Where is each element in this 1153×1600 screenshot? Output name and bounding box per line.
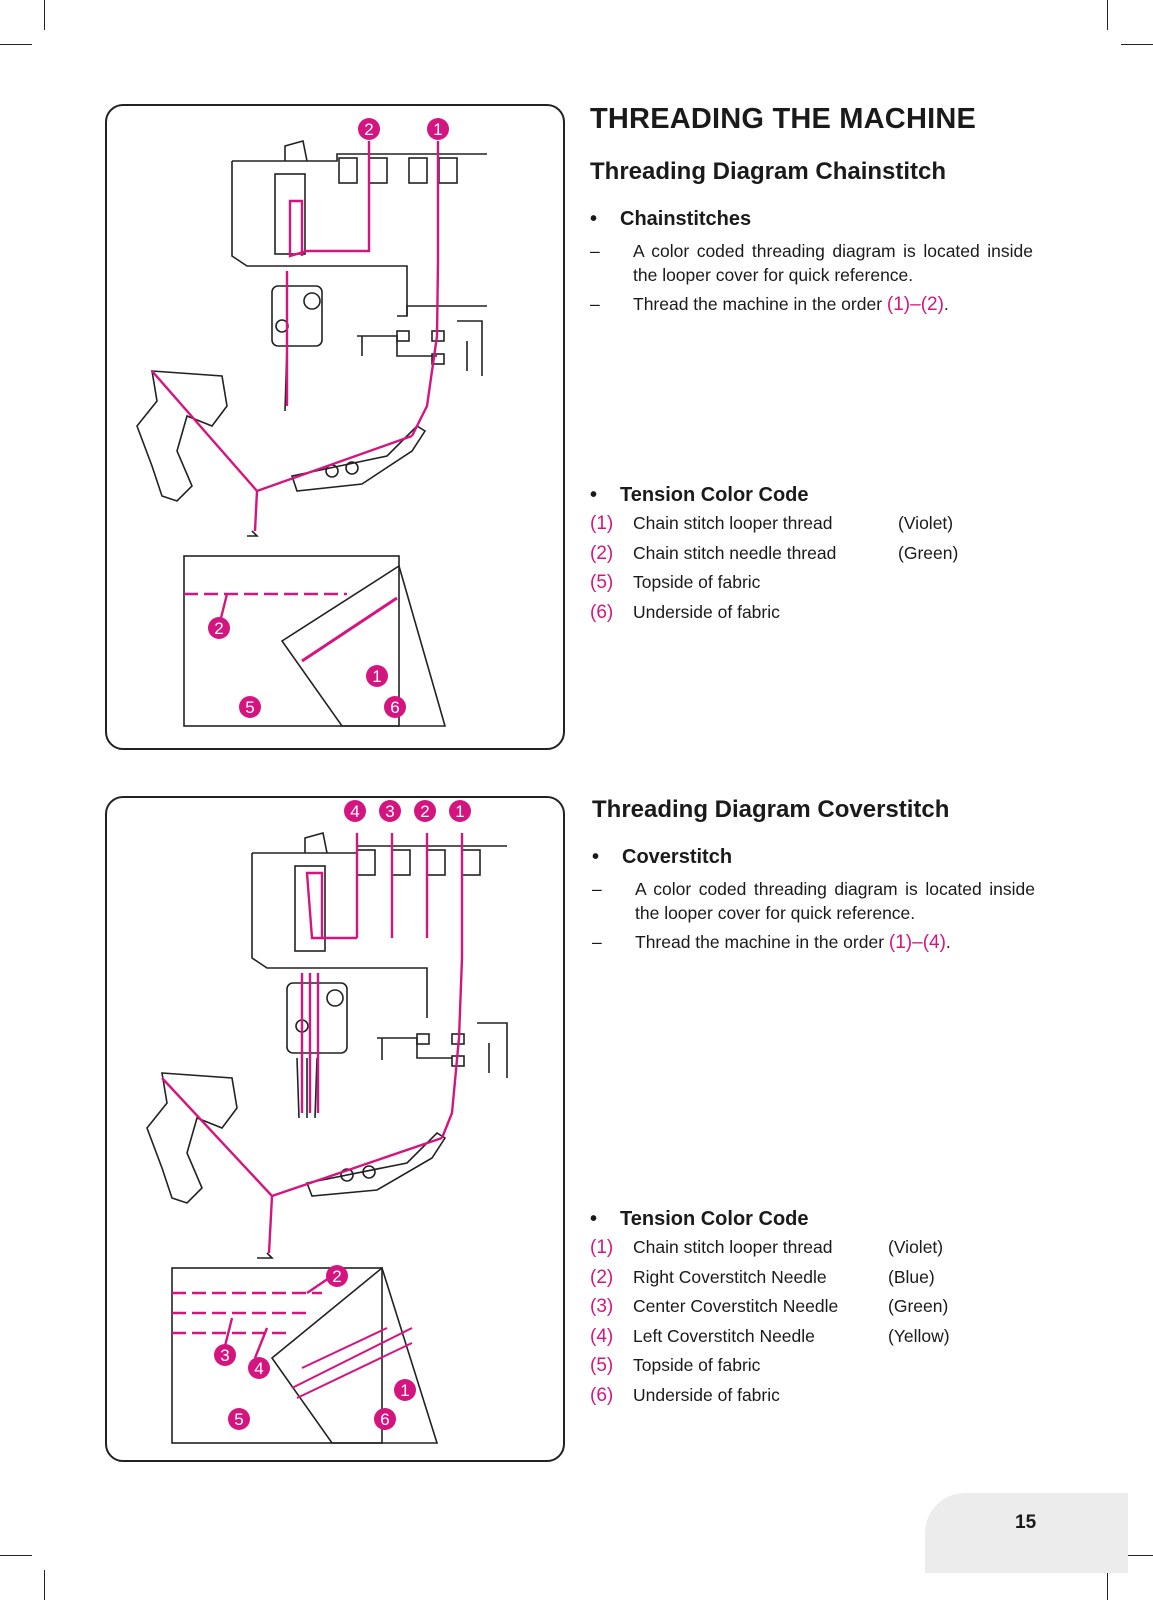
- marker-4: 4: [248, 1357, 270, 1379]
- dash-marker: –: [592, 932, 602, 952]
- marker-1: 1: [427, 118, 449, 140]
- svg-text:2: 2: [214, 619, 223, 638]
- page-title: THREADING THE MACHINE: [590, 103, 977, 135]
- svg-text:2: 2: [420, 802, 429, 821]
- svg-text:1: 1: [455, 802, 464, 821]
- tension-code-row: (6)Underside of fabric: [590, 602, 780, 623]
- tension-code-row: (2)Chain stitch needle thread(Green): [590, 543, 959, 564]
- tension-code-row: (5)Topside of fabric: [590, 1355, 761, 1376]
- tension-code-row: (5)Topside of fabric: [590, 572, 761, 593]
- chainstitch-threading-diagram: 2 1 2 1 5 6: [136, 118, 487, 727]
- crop-mark: [0, 1555, 32, 1556]
- dash-marker: –: [590, 241, 600, 261]
- svg-text:2: 2: [332, 1267, 341, 1286]
- svg-text:1: 1: [400, 1381, 409, 1400]
- coverstitch-bullet: • Coverstitch: [592, 846, 732, 869]
- marker-1: 1: [366, 665, 388, 687]
- marker-5: 5: [239, 696, 261, 718]
- tension-code-row: (6)Underside of fabric: [590, 1385, 780, 1406]
- chainstitches-bullet: • Chainstitches: [590, 208, 751, 231]
- dash-text: Thread the machine in the order (1)–(2).: [633, 294, 949, 315]
- crop-mark: [1107, 0, 1108, 30]
- tension-color-code-heading: Tension Color Code: [620, 484, 809, 506]
- chainstitch-dash-item: – Thread the machine in the order (1)–(2…: [590, 292, 1035, 318]
- coverstitch-dash-item: – A color coded threading diagram is loc…: [592, 877, 1037, 927]
- svg-text:3: 3: [385, 802, 394, 821]
- marker-1: 1: [449, 800, 471, 822]
- svg-text:3: 3: [220, 1346, 229, 1365]
- dash-text: A color coded threading diagram is locat…: [633, 241, 1033, 285]
- svg-text:6: 6: [380, 1410, 389, 1429]
- crop-mark: [44, 0, 45, 30]
- coverstitch-tension-bullet: • Tension Color Code: [590, 1208, 809, 1231]
- svg-text:2: 2: [364, 120, 373, 139]
- bullet-dot: •: [592, 846, 600, 868]
- chainstitch-tension-bullet: • Tension Color Code: [590, 484, 809, 507]
- svg-text:5: 5: [245, 698, 254, 717]
- chainstitch-dash-item: – A color coded threading diagram is loc…: [590, 239, 1035, 289]
- svg-text:4: 4: [254, 1359, 263, 1378]
- dash-marker: –: [590, 294, 600, 314]
- tension-color-code-heading: Tension Color Code: [620, 1208, 809, 1230]
- svg-text:1: 1: [372, 667, 381, 686]
- tension-code-row: (3)Center Coverstitch Needle(Green): [590, 1296, 949, 1317]
- dash-text: Thread the machine in the order (1)–(4).: [635, 932, 951, 953]
- coverstitch-diagram-frame: 4 3 2 1 2 3 4 1 5 6: [105, 796, 565, 1462]
- coverstitch-threading-diagram: 4 3 2 1 2 3 4 1 5 6: [146, 800, 508, 1444]
- crop-mark: [1121, 44, 1153, 45]
- tension-code-row: (2)Right Coverstitch Needle(Blue): [590, 1267, 935, 1288]
- tension-code-row: (1)Chain stitch looper thread(Violet): [590, 513, 954, 534]
- crop-mark: [1107, 1570, 1108, 1600]
- marker-3: 3: [379, 800, 401, 822]
- page-number-tab: [925, 1493, 1128, 1573]
- svg-text:1: 1: [433, 120, 442, 139]
- crop-mark: [1121, 1555, 1153, 1556]
- svg-text:4: 4: [350, 802, 359, 821]
- page-number: 15: [1015, 1512, 1037, 1533]
- marker-2: 2: [414, 800, 436, 822]
- bullet-dot: •: [590, 1208, 598, 1230]
- svg-text:5: 5: [234, 1410, 243, 1429]
- svg-text:6: 6: [390, 698, 399, 717]
- marker-3: 3: [214, 1344, 236, 1366]
- marker-2: 2: [208, 617, 230, 639]
- tension-code-row: (4)Left Coverstitch Needle(Yellow): [590, 1326, 950, 1347]
- bullet-dot: •: [590, 484, 598, 506]
- chainstitch-section-title: Threading Diagram Chainstitch: [590, 158, 947, 185]
- marker-2: 2: [326, 1265, 348, 1287]
- coverstitch-section-title: Threading Diagram Coverstitch: [592, 796, 950, 823]
- marker-4: 4: [344, 800, 366, 822]
- chainstitch-diagram-frame: 2 1 2 1 5 6: [105, 104, 565, 750]
- marker-5: 5: [228, 1408, 250, 1430]
- chainstitches-heading: Chainstitches: [620, 208, 752, 230]
- marker-1: 1: [394, 1379, 416, 1401]
- marker-6: 6: [374, 1408, 396, 1430]
- bullet-dot: •: [590, 208, 598, 230]
- coverstitch-dash-item: – Thread the machine in the order (1)–(4…: [592, 930, 1037, 956]
- marker-2: 2: [358, 118, 380, 140]
- crop-mark: [44, 1570, 45, 1600]
- dash-marker: –: [592, 879, 602, 899]
- tension-code-row: (1)Chain stitch looper thread(Violet): [590, 1237, 944, 1258]
- coverstitch-heading: Coverstitch: [622, 846, 733, 868]
- marker-6: 6: [384, 696, 406, 718]
- dash-text: A color coded threading diagram is locat…: [635, 879, 1035, 923]
- crop-mark: [0, 44, 32, 45]
